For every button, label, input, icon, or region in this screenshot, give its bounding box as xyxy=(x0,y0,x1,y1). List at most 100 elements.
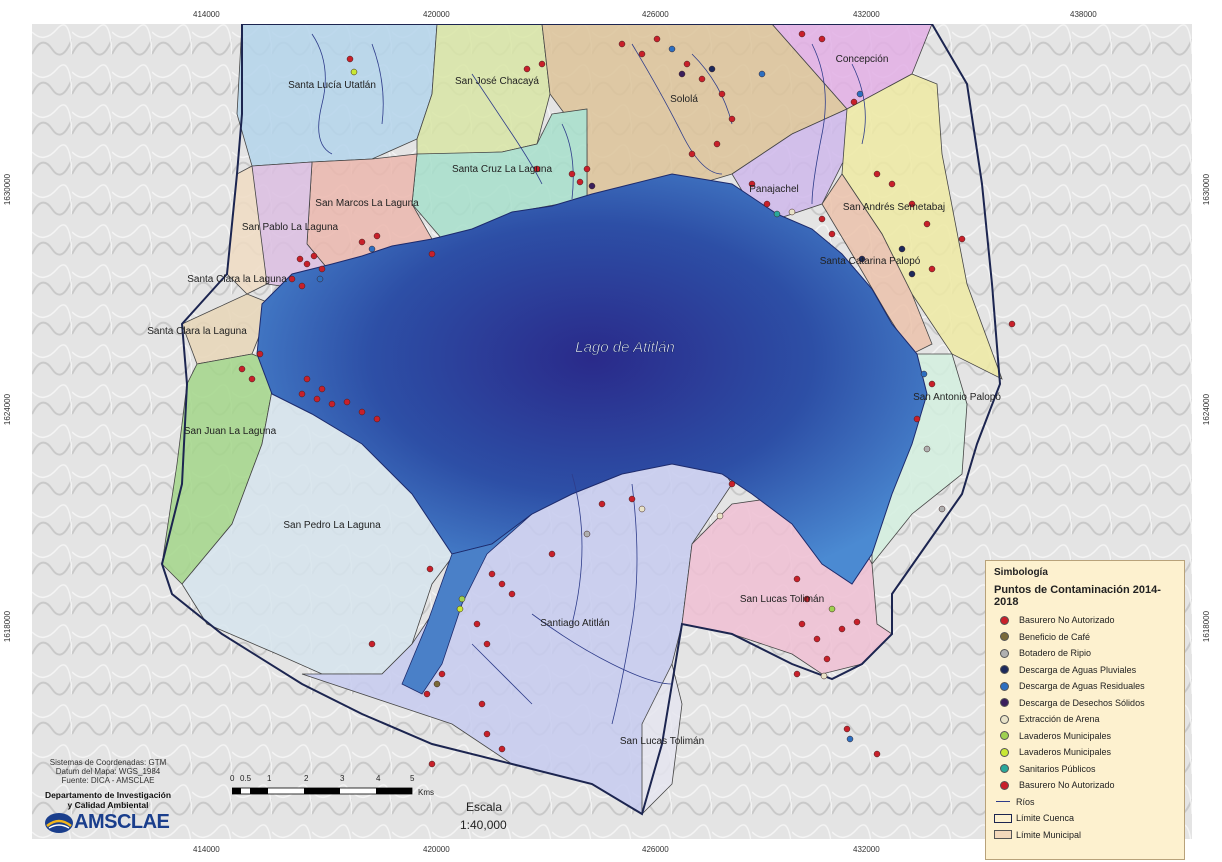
point-basurero xyxy=(538,60,546,68)
y-coord-right-2: 1624000 xyxy=(1202,393,1212,426)
point-basurero xyxy=(888,180,896,188)
point-basurero xyxy=(793,670,801,678)
scale-tick-0: 0 xyxy=(230,774,235,783)
point-basurero xyxy=(298,282,306,290)
department-name: Departamento de Investigación y Calidad … xyxy=(36,790,180,810)
legend-point-label: Sanitarios Públicos xyxy=(1019,763,1096,774)
map-credits: Sistemas de Coordenadas: GTM Datum del M… xyxy=(38,758,178,785)
point-basurero xyxy=(850,98,858,106)
point-lavaderos xyxy=(458,595,466,603)
amsclae-logo: AMSCLAE xyxy=(44,811,170,834)
point-basurero xyxy=(803,595,811,603)
point-aguas-residuales xyxy=(668,45,676,53)
point-basurero xyxy=(823,655,831,663)
point-basurero xyxy=(873,750,881,758)
legend-row-point: Basurero No Autorizado xyxy=(994,612,1176,629)
point-basurero xyxy=(838,625,846,633)
point-basurero xyxy=(238,365,246,373)
point-basurero xyxy=(478,700,486,708)
legend-label-rivers: Ríos xyxy=(1016,796,1035,807)
point-lavaderos xyxy=(456,605,464,613)
point-aguas-residuales xyxy=(920,370,928,378)
scale-bar-graphic xyxy=(231,787,413,795)
point-desechos xyxy=(678,70,686,78)
scale-tick-1: 1 xyxy=(267,774,272,783)
point-basurero xyxy=(853,618,861,626)
point-basurero xyxy=(828,230,836,238)
x-coord-top-4: 432000 xyxy=(853,10,880,19)
legend-point-label: Descarga de Desechos Sólidos xyxy=(1019,697,1145,708)
point-basurero xyxy=(298,390,306,398)
legend-row-point: Botadero de Ripio xyxy=(994,645,1176,662)
legend-row-point: Descarga de Desechos Sólidos xyxy=(994,695,1176,712)
scale-tick-3: 3 xyxy=(340,774,345,783)
point-basurero xyxy=(318,385,326,393)
point-basurero xyxy=(728,480,736,488)
scale-tick-4: 4 xyxy=(376,774,381,783)
scale-tick-2: 2 xyxy=(304,774,309,783)
legend-point-icon xyxy=(1000,714,1009,724)
legend-point-label: Basurero No Autorizado xyxy=(1019,615,1115,626)
point-basurero xyxy=(958,235,966,243)
legend-row-point: Descarga de Aguas Pluviales xyxy=(994,662,1176,679)
point-basurero xyxy=(923,220,931,228)
point-extraccion xyxy=(788,208,796,216)
municipal-boundary-icon xyxy=(994,830,1012,840)
legend-point-icon xyxy=(1000,731,1009,741)
point-basurero xyxy=(873,170,881,178)
point-basurero xyxy=(498,745,506,753)
legend-point-label: Lavaderos Municipales xyxy=(1019,730,1112,741)
x-coord-bottom-1: 414000 xyxy=(193,845,220,854)
legend-row-point: Descarga de Aguas Residuales xyxy=(994,678,1176,695)
point-basurero xyxy=(748,180,756,188)
basin-boundary-icon xyxy=(994,813,1012,823)
scale-title: Escala xyxy=(466,800,503,814)
point-aguas-pluviales xyxy=(708,65,716,73)
legend-point-icon xyxy=(1000,747,1009,757)
point-basurero xyxy=(928,265,936,273)
point-basurero xyxy=(718,90,726,98)
legend-row-municipal: Límite Municipal xyxy=(994,827,1176,844)
label-san-antonio: San Antonio Palopó xyxy=(913,392,1001,403)
point-basurero xyxy=(813,635,821,643)
point-basurero xyxy=(798,30,806,38)
legend-row-point: Basurero No Autorizado xyxy=(994,777,1176,794)
x-coord-top-5: 438000 xyxy=(1070,10,1097,19)
point-basurero xyxy=(598,500,606,508)
point-basurero xyxy=(913,415,921,423)
legend-point-label: Botadero de Ripio xyxy=(1019,648,1092,659)
legend-row-rivers: Ríos xyxy=(994,794,1176,811)
legend-point-label: Descarga de Aguas Residuales xyxy=(1019,681,1145,692)
credits-line-2: Datum del Mapa: WGS_1984 xyxy=(55,767,161,776)
point-botadero xyxy=(923,445,931,453)
point-basurero xyxy=(798,620,806,628)
department-line-2: y Calidad Ambiental xyxy=(67,800,149,810)
point-extraccion xyxy=(638,505,646,513)
point-basurero xyxy=(568,170,576,178)
point-basurero xyxy=(638,50,646,58)
point-basurero xyxy=(523,65,531,73)
point-basurero xyxy=(763,200,771,208)
logo-emblem-icon xyxy=(45,812,73,833)
point-extraccion xyxy=(820,672,828,680)
legend-title: Simbología xyxy=(994,567,1048,578)
municipality-labels: Santa Lucía Utatlán San José Chacayá Sol… xyxy=(147,54,1001,747)
scale-tick-5: 5 xyxy=(410,774,415,783)
point-basurero xyxy=(928,380,936,388)
legend-label-municipal: Límite Municipal xyxy=(1016,829,1082,840)
label-solola: Sololá xyxy=(670,94,698,105)
legend-label-basin: Límite Cuenca xyxy=(1016,813,1075,824)
point-basurero xyxy=(728,115,736,123)
point-basurero xyxy=(288,275,296,283)
label-santiago: Santiago Atitlán xyxy=(540,618,610,629)
lake-label: Lago de Atitlán xyxy=(575,339,675,356)
legend-point-label: Descarga de Aguas Pluviales xyxy=(1019,664,1137,675)
label-panajachel: Panajachel xyxy=(749,184,798,195)
point-basurero xyxy=(698,75,706,83)
point-basurero xyxy=(423,690,431,698)
label-santa-lucia-1: Santa Lucía Utatlán xyxy=(288,80,376,91)
point-basurero xyxy=(248,375,256,383)
credits-line-1: Sistemas de Coordenadas: GTM xyxy=(49,758,167,767)
point-desechos xyxy=(588,182,596,190)
